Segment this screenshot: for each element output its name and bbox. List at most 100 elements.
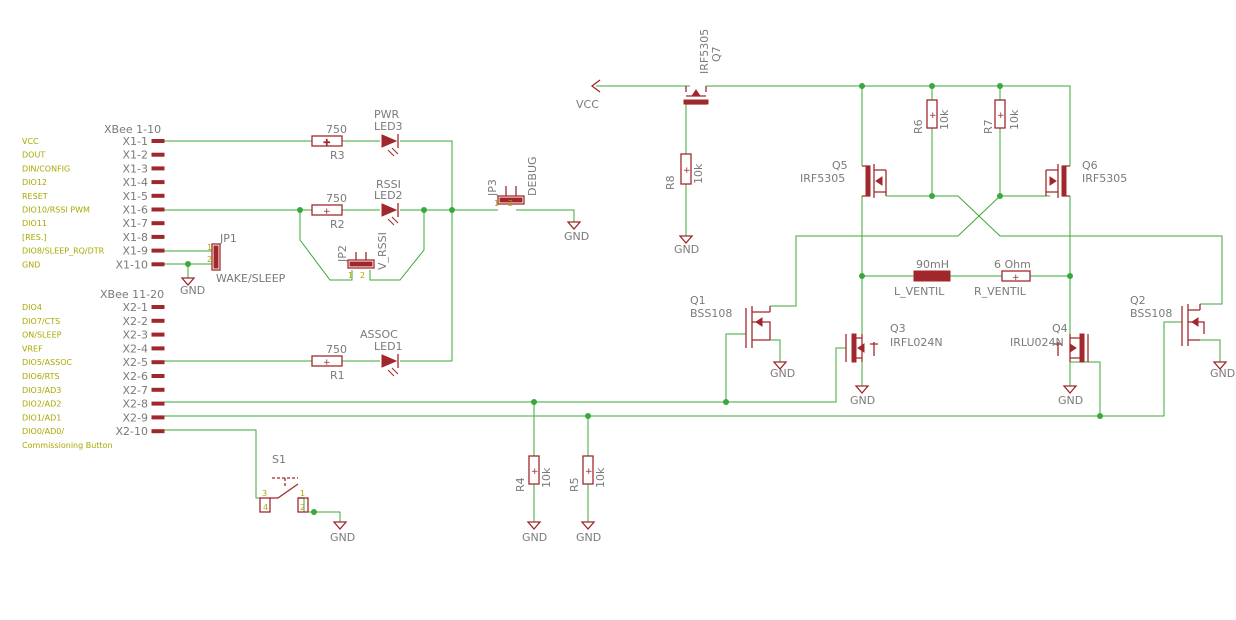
x1-pin-label: X1-1	[122, 135, 148, 148]
resistor-r8: + R8 10k	[664, 153, 705, 190]
led1-name: LED1	[374, 340, 403, 353]
gnd-q3-label: GND	[850, 394, 875, 407]
led3-name: LED3	[374, 120, 403, 133]
s1-pin-3: 3	[262, 489, 267, 498]
q5-name: Q5	[832, 159, 848, 172]
x2-pin-labels: X2-1X2-2X2-3X2-4X2-5X2-6X2-7X2-8X2-9X2-1…	[115, 301, 148, 438]
svg-text:+: +	[323, 358, 331, 368]
header-pin	[151, 180, 165, 185]
header-pin	[151, 139, 165, 143]
gnd-symbols: GND GND GND GND GND GND GND GND	[180, 221, 1235, 544]
x1-pin-label: X1-8	[122, 231, 148, 244]
s1-pin-4: 4	[263, 503, 268, 512]
x2-pin-label: X2-5	[122, 356, 148, 369]
gnd-r4: GND	[522, 521, 547, 544]
jumper-jp2: 1 2 JP2 V_RSSI	[336, 232, 389, 280]
junctions	[185, 83, 1103, 515]
inductor-name: L_VENTIL	[894, 285, 945, 298]
header-pin	[151, 166, 165, 171]
x2-signal-label: DIO0/AD0/	[22, 427, 64, 436]
r8-value: 10k	[692, 163, 705, 184]
r5-value: 10k	[594, 467, 607, 488]
x2-signal-label: DIO4	[22, 303, 42, 312]
q2-type: BSS108	[1130, 307, 1172, 320]
gnd-q1: GND	[770, 361, 795, 380]
gnd-r8-label: GND	[674, 243, 699, 256]
x1-pin-label: X1-2	[122, 149, 148, 162]
x2-header-title: XBee 11-20	[100, 288, 164, 301]
header-pin	[151, 374, 165, 378]
x2-pin-label: X2-9	[122, 411, 148, 424]
jumper-jp1: 1 2 JP1 WAKE/SLEEP	[207, 232, 286, 285]
header-pin	[151, 248, 165, 253]
x1-pin-label: X1-6	[122, 204, 148, 217]
x1-signal-label: DIN/CONFIG	[22, 164, 70, 173]
resistor-r2: + 750 R2	[311, 192, 347, 231]
r1-name: R1	[330, 369, 345, 382]
gnd-s1: GND	[330, 521, 355, 544]
x2-signal-label: DIO3/AD3	[22, 386, 61, 395]
x2-pin-label: X2-7	[122, 384, 148, 397]
jp1-pin-2: 2	[207, 255, 212, 264]
header-pin	[151, 193, 165, 198]
inductor-l-ventil: 90mH L_VENTIL	[894, 258, 951, 298]
gnd-r4-label: GND	[522, 531, 547, 544]
r2-name: R2	[330, 218, 345, 231]
header-pin-stubs	[151, 139, 165, 434]
x1-header-title: XBee 1-10	[104, 123, 161, 136]
resistor-r1: + 750 R1	[311, 343, 347, 382]
wires	[164, 85, 1223, 522]
x2-pin-label: X2-4	[122, 342, 148, 355]
resistor-r5: + R5 10k	[568, 455, 607, 492]
r3-name: R3	[330, 149, 345, 162]
q6-name: Q6	[1082, 159, 1098, 172]
gnd-q4-label: GND	[1058, 394, 1083, 407]
r4-name: R4	[514, 477, 527, 492]
resistor-r3: + 750 R3	[311, 123, 347, 162]
header-pin	[151, 332, 165, 337]
q6-type: IRF5305	[1082, 172, 1127, 185]
q7-type: IRF5305	[698, 29, 711, 74]
jumper-jp3: 1 2 JP3 DEBUG	[486, 156, 539, 208]
resistor-r4: + R4 10k	[514, 455, 553, 492]
q3-name: Q3	[890, 322, 906, 335]
jp2-name: JP2	[336, 245, 349, 263]
jp2-label: V_RSSI	[376, 232, 389, 270]
x2-signal-label: ON/SLEEP	[22, 331, 62, 340]
gnd-q4: GND	[1058, 385, 1083, 407]
svg-text:+: +	[531, 467, 539, 477]
resistor-r7: + R7 10k	[982, 99, 1021, 134]
jp3-name: JP3	[486, 179, 499, 197]
svg-text:+: +	[323, 138, 331, 148]
gnd-r5: GND	[576, 521, 601, 544]
led2-label: RSSI	[376, 178, 401, 191]
header-pin	[151, 152, 165, 157]
led-led1: ASSOC LED1	[360, 328, 403, 377]
svg-text:+: +	[997, 111, 1005, 121]
header-pin	[151, 221, 165, 226]
r5-name: R5	[568, 477, 581, 492]
svg-text:+: +	[683, 166, 691, 176]
rv-value: 6 Ohm	[994, 258, 1031, 271]
jp1-pin-1: 1	[207, 243, 212, 252]
gnd-q2: GND	[1210, 361, 1235, 380]
header-pin	[151, 207, 165, 212]
r2-value: 750	[326, 192, 347, 205]
x1-signal-label: DIO12	[22, 178, 47, 187]
s1-pin-1: 1	[300, 489, 305, 498]
x1-pin-label: X1-3	[122, 162, 148, 175]
r3-value: 750	[326, 123, 347, 136]
r7-name: R7	[982, 119, 995, 134]
inductor-value: 90mH	[916, 258, 949, 271]
jp2-pin-2: 2	[360, 271, 365, 280]
header-pin	[151, 415, 165, 420]
q4-name: Q4	[1052, 322, 1068, 335]
x2-signal-label: DIO6/RTS	[22, 372, 60, 381]
header-pin	[151, 360, 165, 365]
s1-pin-2: 2	[300, 503, 305, 512]
gnd-q3: GND	[850, 385, 875, 407]
led-led2: RSSI LED2	[374, 178, 403, 226]
resistor-r6: + R6 10k	[912, 99, 951, 134]
x2-signal-label: VREF	[22, 344, 43, 353]
